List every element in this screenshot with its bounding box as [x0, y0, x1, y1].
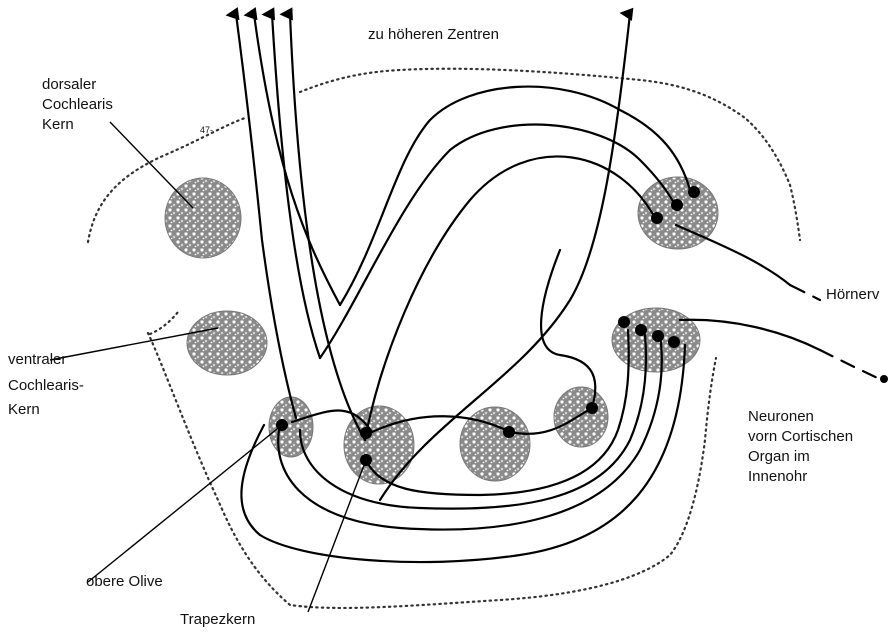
label-top: zu höheren Zentren	[368, 25, 499, 44]
leader-dorsal	[110, 122, 193, 208]
ventral-cochlear-nucleus	[187, 311, 267, 375]
soma-lower-right-2	[635, 324, 647, 336]
fiber-loop-top	[340, 87, 690, 305]
soma-lower-right-3	[652, 330, 664, 342]
label-dorsal-2: Cochlearis	[42, 95, 113, 114]
leader-obere-olive	[88, 425, 282, 582]
soma-right-trapezoid	[586, 402, 598, 414]
auditory-nerve-upper-dashed	[790, 285, 820, 300]
label-dorsal-3: Kern	[42, 115, 74, 134]
soma-trapezoid-1	[360, 427, 372, 439]
ascending-fiber-3	[272, 14, 320, 358]
label-dorsal-1: dorsaler	[42, 75, 96, 94]
label-neuronen-2: vorn Cortischen	[748, 427, 853, 446]
soma-lower-right-1	[618, 316, 630, 328]
nerve-end-point	[880, 375, 888, 383]
right-trapezoid-nucleus	[554, 387, 608, 447]
label-obere-olive: obere Olive	[86, 572, 163, 591]
label-ventral-2: Cochlearis-	[8, 376, 84, 395]
fiber-loop-mid	[365, 156, 656, 440]
auditory-nerve-lower	[680, 320, 820, 350]
label-trapezkern: Trapezkern	[180, 610, 255, 629]
leader-trapezkern	[308, 460, 366, 612]
soma-right-olive	[503, 426, 515, 438]
label-neuronen-1: Neuronen	[748, 407, 814, 426]
label-neuronen-3: Organ im	[748, 447, 810, 466]
label-marker: 47-	[200, 125, 213, 135]
auditory-nerve-lower-dashed	[820, 350, 882, 380]
label-hoernerv: Hörnerv	[826, 285, 879, 304]
superior-olive-nucleus	[269, 397, 313, 457]
brainstem-outline-notch	[150, 312, 178, 334]
label-ventral-3: Kern	[8, 400, 40, 419]
soma-upper-right-2	[671, 199, 683, 211]
soma-upper-right-1	[651, 212, 663, 224]
ascending-fiber-4	[290, 14, 365, 440]
soma-lower-right-4	[668, 336, 680, 348]
label-ventral-1: ventraler	[8, 350, 66, 369]
label-neuronen-4: Innenohr	[748, 467, 807, 486]
soma-upper-right-3	[688, 186, 700, 198]
